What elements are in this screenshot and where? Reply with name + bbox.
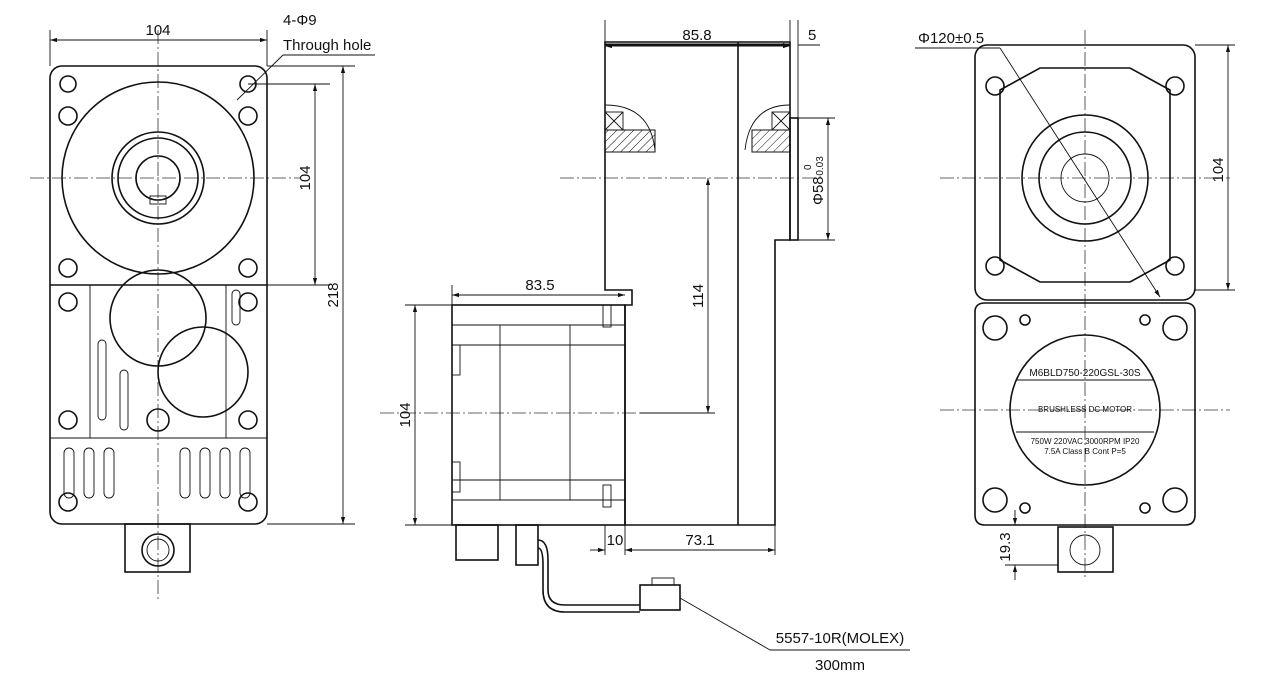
connector-dim: 19.3 bbox=[997, 532, 1014, 561]
body-dim: 73.1 bbox=[685, 532, 714, 549]
nameplate-row2: 7.5A Class B Cont P=5 bbox=[1044, 447, 1126, 456]
gap-dim: 10 bbox=[607, 532, 624, 549]
rear-view: M6BLD750-220GSL-30S BRUSHLESS DC MOTOR 7… bbox=[915, 30, 1235, 580]
nameplate-type: BRUSHLESS DC MOTOR bbox=[1038, 405, 1132, 414]
hole-note: 4-Φ9 bbox=[283, 12, 317, 29]
pilot-tol-upper: 0 bbox=[803, 164, 814, 170]
width-dim: 104 bbox=[145, 22, 170, 39]
connector-label: 5557-10R(MOLEX) bbox=[776, 630, 904, 647]
shaft-dim: 5 bbox=[808, 27, 816, 44]
total-height-dim: 218 bbox=[325, 282, 342, 307]
motor-length-dim: 83.5 bbox=[525, 277, 554, 294]
hole-note-2: Through hole bbox=[283, 37, 371, 54]
pilot-tol-lower: -0.03 bbox=[815, 156, 826, 179]
pcd-dim: Φ120±0.5 bbox=[918, 30, 984, 47]
offset-dim: 114 bbox=[690, 284, 707, 308]
nameplate-row1: 750W 220VAC 3000RPM IP20 bbox=[1031, 437, 1140, 446]
front-view: 104 4-Φ9 Through hole 104 218 bbox=[30, 12, 375, 600]
nameplate-model: M6BLD750-220GSL-30S bbox=[1029, 368, 1141, 379]
side-view: 85.8 5 Φ58 0 -0.03 83.5 114 104 10 73.1 … bbox=[380, 20, 910, 674]
flange-dim: 104 bbox=[1210, 157, 1227, 182]
pilot-dim: Φ58 bbox=[810, 176, 827, 205]
cable-length: 300mm bbox=[815, 657, 865, 674]
gearbox-length-dim: 85.8 bbox=[682, 27, 711, 44]
motor-height-dim: 104 bbox=[397, 402, 414, 427]
flange-height-dim: 104 bbox=[297, 165, 314, 190]
